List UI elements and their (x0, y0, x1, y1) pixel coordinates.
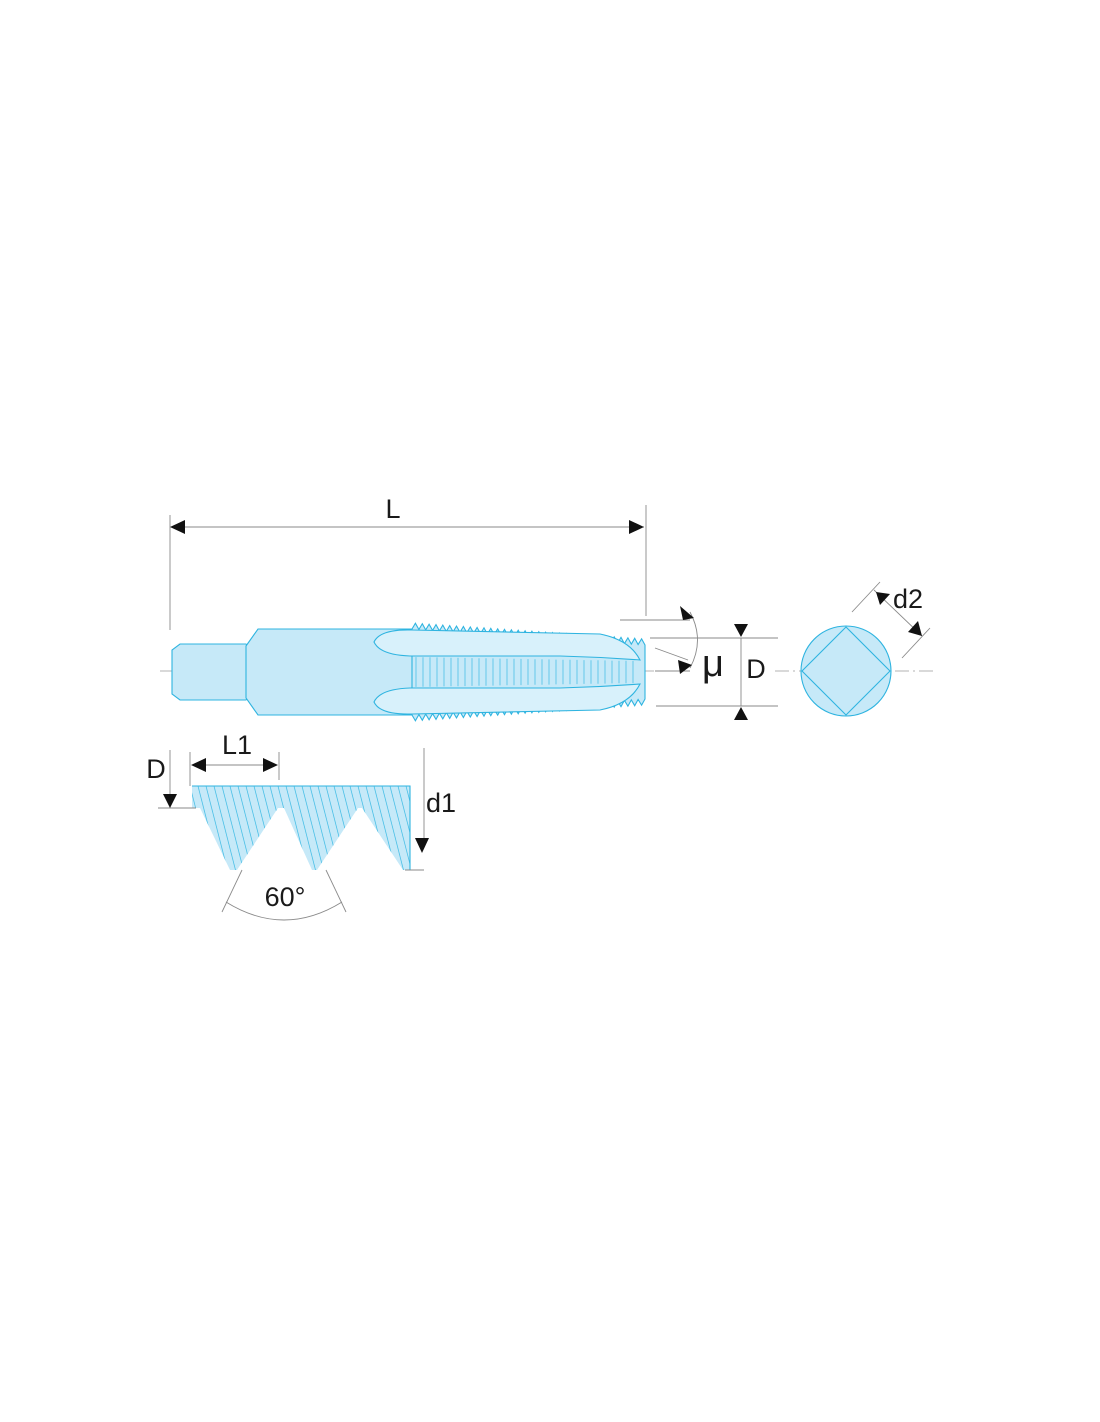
profile-hatch-line (397, 786, 410, 870)
length-dimension: L (169, 494, 647, 630)
diameter-label: D (746, 654, 766, 684)
tap-end-view: d2 (775, 581, 935, 717)
angle-arrow-top (680, 606, 694, 620)
tap-side-view (160, 622, 680, 722)
profile-hatch-line (301, 786, 325, 870)
profile-hatch-line (293, 786, 317, 870)
pitch-arrow-left (191, 758, 206, 772)
tip-dimensions: μ D (620, 606, 778, 720)
profile-depth-label: D (146, 754, 166, 784)
profile-hatch-line (454, 786, 476, 872)
tap-flute-lower (373, 683, 641, 715)
pitch-label: L1 (222, 730, 252, 760)
thread-angle-label: 60° (265, 882, 306, 912)
profile-hatch-line (389, 786, 410, 870)
profile-depth-arrow (163, 794, 177, 808)
tap-flute-upper (373, 629, 641, 661)
profile-hatch-line (221, 786, 245, 870)
angle-arrow-bottom (678, 660, 692, 674)
diameter-arrow-top (734, 624, 748, 637)
thread-profile-detail: D L1 d1 60° (146, 730, 476, 921)
thread-angle-symbol: μ (702, 643, 724, 685)
tap-square-drive (171, 643, 251, 701)
square-width-label: d2 (893, 584, 923, 614)
diameter-arrow-bottom (734, 707, 748, 720)
profile-hatch-line (213, 786, 237, 870)
length-arrow-left (170, 520, 185, 534)
length-label: L (385, 494, 400, 524)
end-view-square (801, 626, 891, 716)
pitch-arrow-right (263, 758, 278, 772)
minor-diameter-label: d1 (426, 788, 456, 818)
length-arrow-right (629, 520, 644, 534)
minor-diameter-arrow (415, 838, 429, 853)
profile-hatch-line (381, 786, 405, 870)
profile-hatch-line (205, 786, 229, 870)
tap-land-hatch (415, 657, 634, 687)
d2-arrow-top (876, 592, 890, 605)
d2-arrow-bottom (908, 621, 922, 636)
